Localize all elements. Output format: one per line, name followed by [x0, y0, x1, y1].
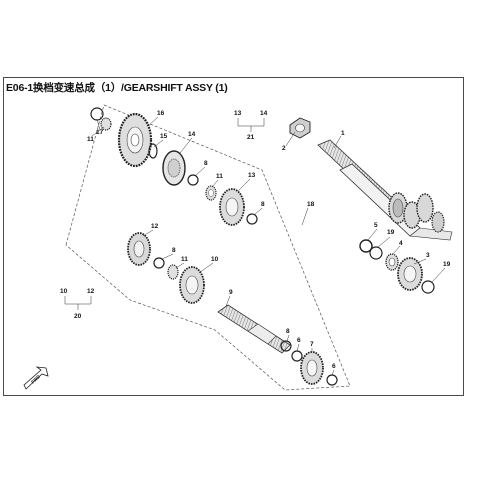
callout-1: 1	[341, 130, 345, 137]
callout-14: 14	[188, 131, 196, 138]
callout-8-lower: 8	[286, 328, 290, 335]
callout-8-upper: 8	[204, 160, 208, 167]
washer-part-8-upper	[187, 174, 199, 186]
callout-9: 9	[229, 289, 233, 296]
callout-8-middle: 8	[172, 247, 176, 254]
diagram-frame	[3, 77, 464, 396]
leader-lines	[64, 116, 446, 376]
callout-11-lower: 11	[181, 256, 188, 263]
bearing-part-11-middle	[205, 185, 217, 201]
gear-part-16	[117, 112, 153, 168]
gear-part-12	[127, 232, 151, 266]
washer-part-8-right	[246, 213, 258, 225]
callout-5: 5	[374, 222, 378, 229]
main-shaft-gear-cluster	[388, 192, 445, 233]
nut-part-2	[289, 117, 311, 139]
group-label-13: 13	[234, 110, 242, 117]
callout-15: 15	[160, 133, 168, 140]
callout-7: 7	[310, 341, 314, 348]
washer-part-19-upper	[369, 246, 383, 260]
washer-part-5	[359, 239, 373, 253]
callout-16: 16	[157, 110, 165, 117]
subassembly-boundary	[65, 104, 351, 391]
washer-part-8-lower	[280, 340, 292, 352]
washer-part-6-lower	[326, 374, 338, 386]
callout-2: 2	[282, 145, 286, 152]
bearing-part-4	[385, 253, 399, 271]
callout-19-lower: 19	[443, 261, 451, 268]
group-label-12: 12	[87, 288, 95, 295]
washer-part-6-upper	[291, 350, 303, 362]
gear-part-3	[397, 257, 423, 291]
bearing-part-11-lower	[167, 264, 179, 280]
gear-part-7	[300, 351, 324, 385]
group-label-14: 14	[260, 110, 268, 117]
callout-4: 4	[399, 240, 403, 247]
gear-part-13	[219, 188, 245, 226]
callout-18: 18	[307, 201, 315, 208]
callout-10: 10	[211, 256, 219, 263]
callout-11-middle: 11	[216, 173, 223, 180]
washer-part-19-lower	[421, 280, 435, 294]
washer-part-17	[90, 107, 104, 121]
countershaft-part-9	[217, 304, 291, 354]
group-label-21: 21	[247, 134, 255, 141]
hub-part-14	[162, 150, 186, 186]
fwd-direction-arrow: FWD	[23, 366, 49, 390]
diagram-title: E06-1换档变速总成（1）/GEARSHIFT ASSY (1)	[6, 82, 228, 94]
fwd-label: FWD	[30, 373, 42, 384]
callout-6-lower: 6	[332, 363, 336, 370]
callout-19-upper: 19	[387, 229, 395, 236]
callout-6-upper: 6	[297, 337, 301, 344]
callout-13: 13	[248, 172, 256, 179]
washer-part-8-middle	[153, 257, 165, 269]
callout-17: 17	[96, 129, 104, 136]
callout-12: 12	[151, 223, 159, 230]
callout-3: 3	[426, 252, 430, 259]
washer-part-15	[148, 143, 158, 159]
gear-part-10	[179, 266, 205, 304]
group-label-20: 20	[74, 313, 82, 320]
callout-8-right: 8	[261, 201, 265, 208]
bearing-part-11-upper	[100, 117, 112, 131]
callout-11-upper: 11	[87, 136, 94, 143]
group-label-10: 10	[60, 288, 68, 295]
